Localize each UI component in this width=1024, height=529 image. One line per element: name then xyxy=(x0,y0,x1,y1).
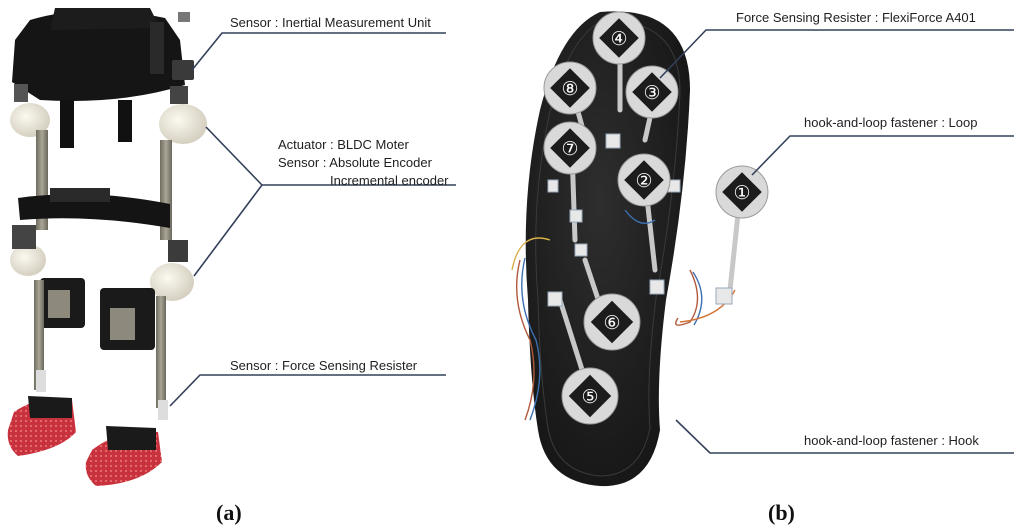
sensor-pad-6: ⑥ xyxy=(583,293,641,351)
sensor-number-6: ⑥ xyxy=(603,312,620,334)
label-fsr-insole: Force Sensing Resister : FlexiForce A401 xyxy=(736,10,976,25)
leader-actuator-knee xyxy=(193,184,263,277)
sensor-pads: ① ② ③ ④ ⑤ ⑥ ⑦ ⑧ xyxy=(543,11,769,425)
leader-fsr-leg xyxy=(169,374,446,407)
sensor-number-4: ④ xyxy=(610,28,627,50)
sensor-number-3: ③ xyxy=(643,82,660,104)
sensor-pad-7: ⑦ xyxy=(543,121,597,175)
leader-loop xyxy=(751,135,1014,176)
leader-hook xyxy=(675,419,1014,454)
sensor-pad-8: ⑧ xyxy=(543,61,597,115)
sensor-number-5: ⑤ xyxy=(581,386,598,408)
panel-label-a: (a) xyxy=(216,500,242,525)
label-fsr-leg: Sensor : Force Sensing Resister xyxy=(230,358,418,373)
label-encoder-sensor: Sensor : Absolute Encoder xyxy=(278,155,432,170)
label-actuator: Actuator : BLDC Moter xyxy=(278,137,409,152)
sensor-pad-4: ④ xyxy=(592,11,646,65)
sensor-pad-1: ① xyxy=(715,165,769,219)
sensor-pad-2: ② xyxy=(617,153,671,207)
sensor-number-1: ① xyxy=(733,182,750,204)
leader-lines-b xyxy=(659,29,1014,454)
leader-fsr-insole xyxy=(659,29,1014,79)
sensor-pad-3: ③ xyxy=(625,65,679,119)
label-encoder-incremental: Incremental encoder xyxy=(330,173,449,188)
sensor-number-8: ⑧ xyxy=(561,78,578,100)
label-imu: Sensor : Inertial Measurement Unit xyxy=(230,15,431,30)
label-loop: hook-and-loop fastener : Loop xyxy=(804,115,978,130)
leader-lines-a xyxy=(169,32,456,407)
sensor-pad-5: ⑤ xyxy=(561,367,619,425)
panel-label-b: (b) xyxy=(768,500,795,525)
leader-imu xyxy=(191,32,446,71)
label-hook: hook-and-loop fastener : Hook xyxy=(804,433,979,448)
leader-actuator-hip xyxy=(205,126,263,186)
sensor-number-2: ② xyxy=(635,170,652,192)
exoskeleton-photo xyxy=(7,8,207,486)
sensor-number-7: ⑦ xyxy=(561,138,578,160)
